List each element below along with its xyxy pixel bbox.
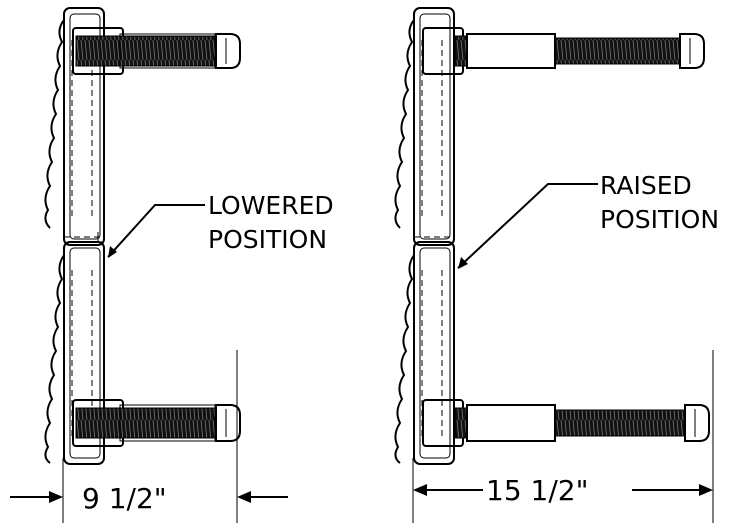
lowered-width-label: 9 1/2" [82, 482, 167, 515]
lowered-leader-line [107, 204, 205, 258]
lowered-callout-line1: LOWERED [208, 191, 334, 220]
raised-assembly: RAISED POSITION 15 1/2" [394, 7, 719, 523]
raised-top-bolt [422, 27, 705, 75]
raised-callout-line1: RAISED [600, 171, 692, 200]
raised-bottom-bolt [422, 399, 710, 447]
lowered-dimension: 9 1/2" [10, 482, 288, 515]
raised-lower-step [394, 241, 455, 465]
raised-width-label: 15 1/2" [486, 474, 588, 507]
lowered-top-bolt [72, 27, 241, 75]
lowered-upper-step [44, 7, 105, 246]
raised-callout-line2: POSITION [600, 205, 719, 234]
lowered-callout-line2: POSITION [208, 225, 327, 254]
raised-leader-line [457, 183, 598, 269]
lowered-assembly: LOWERED POSITION 9 1/2" [10, 7, 334, 523]
lowered-bottom-bolt [72, 399, 241, 447]
raised-upper-step [394, 7, 455, 246]
raised-dimension: 15 1/2" [413, 474, 713, 507]
